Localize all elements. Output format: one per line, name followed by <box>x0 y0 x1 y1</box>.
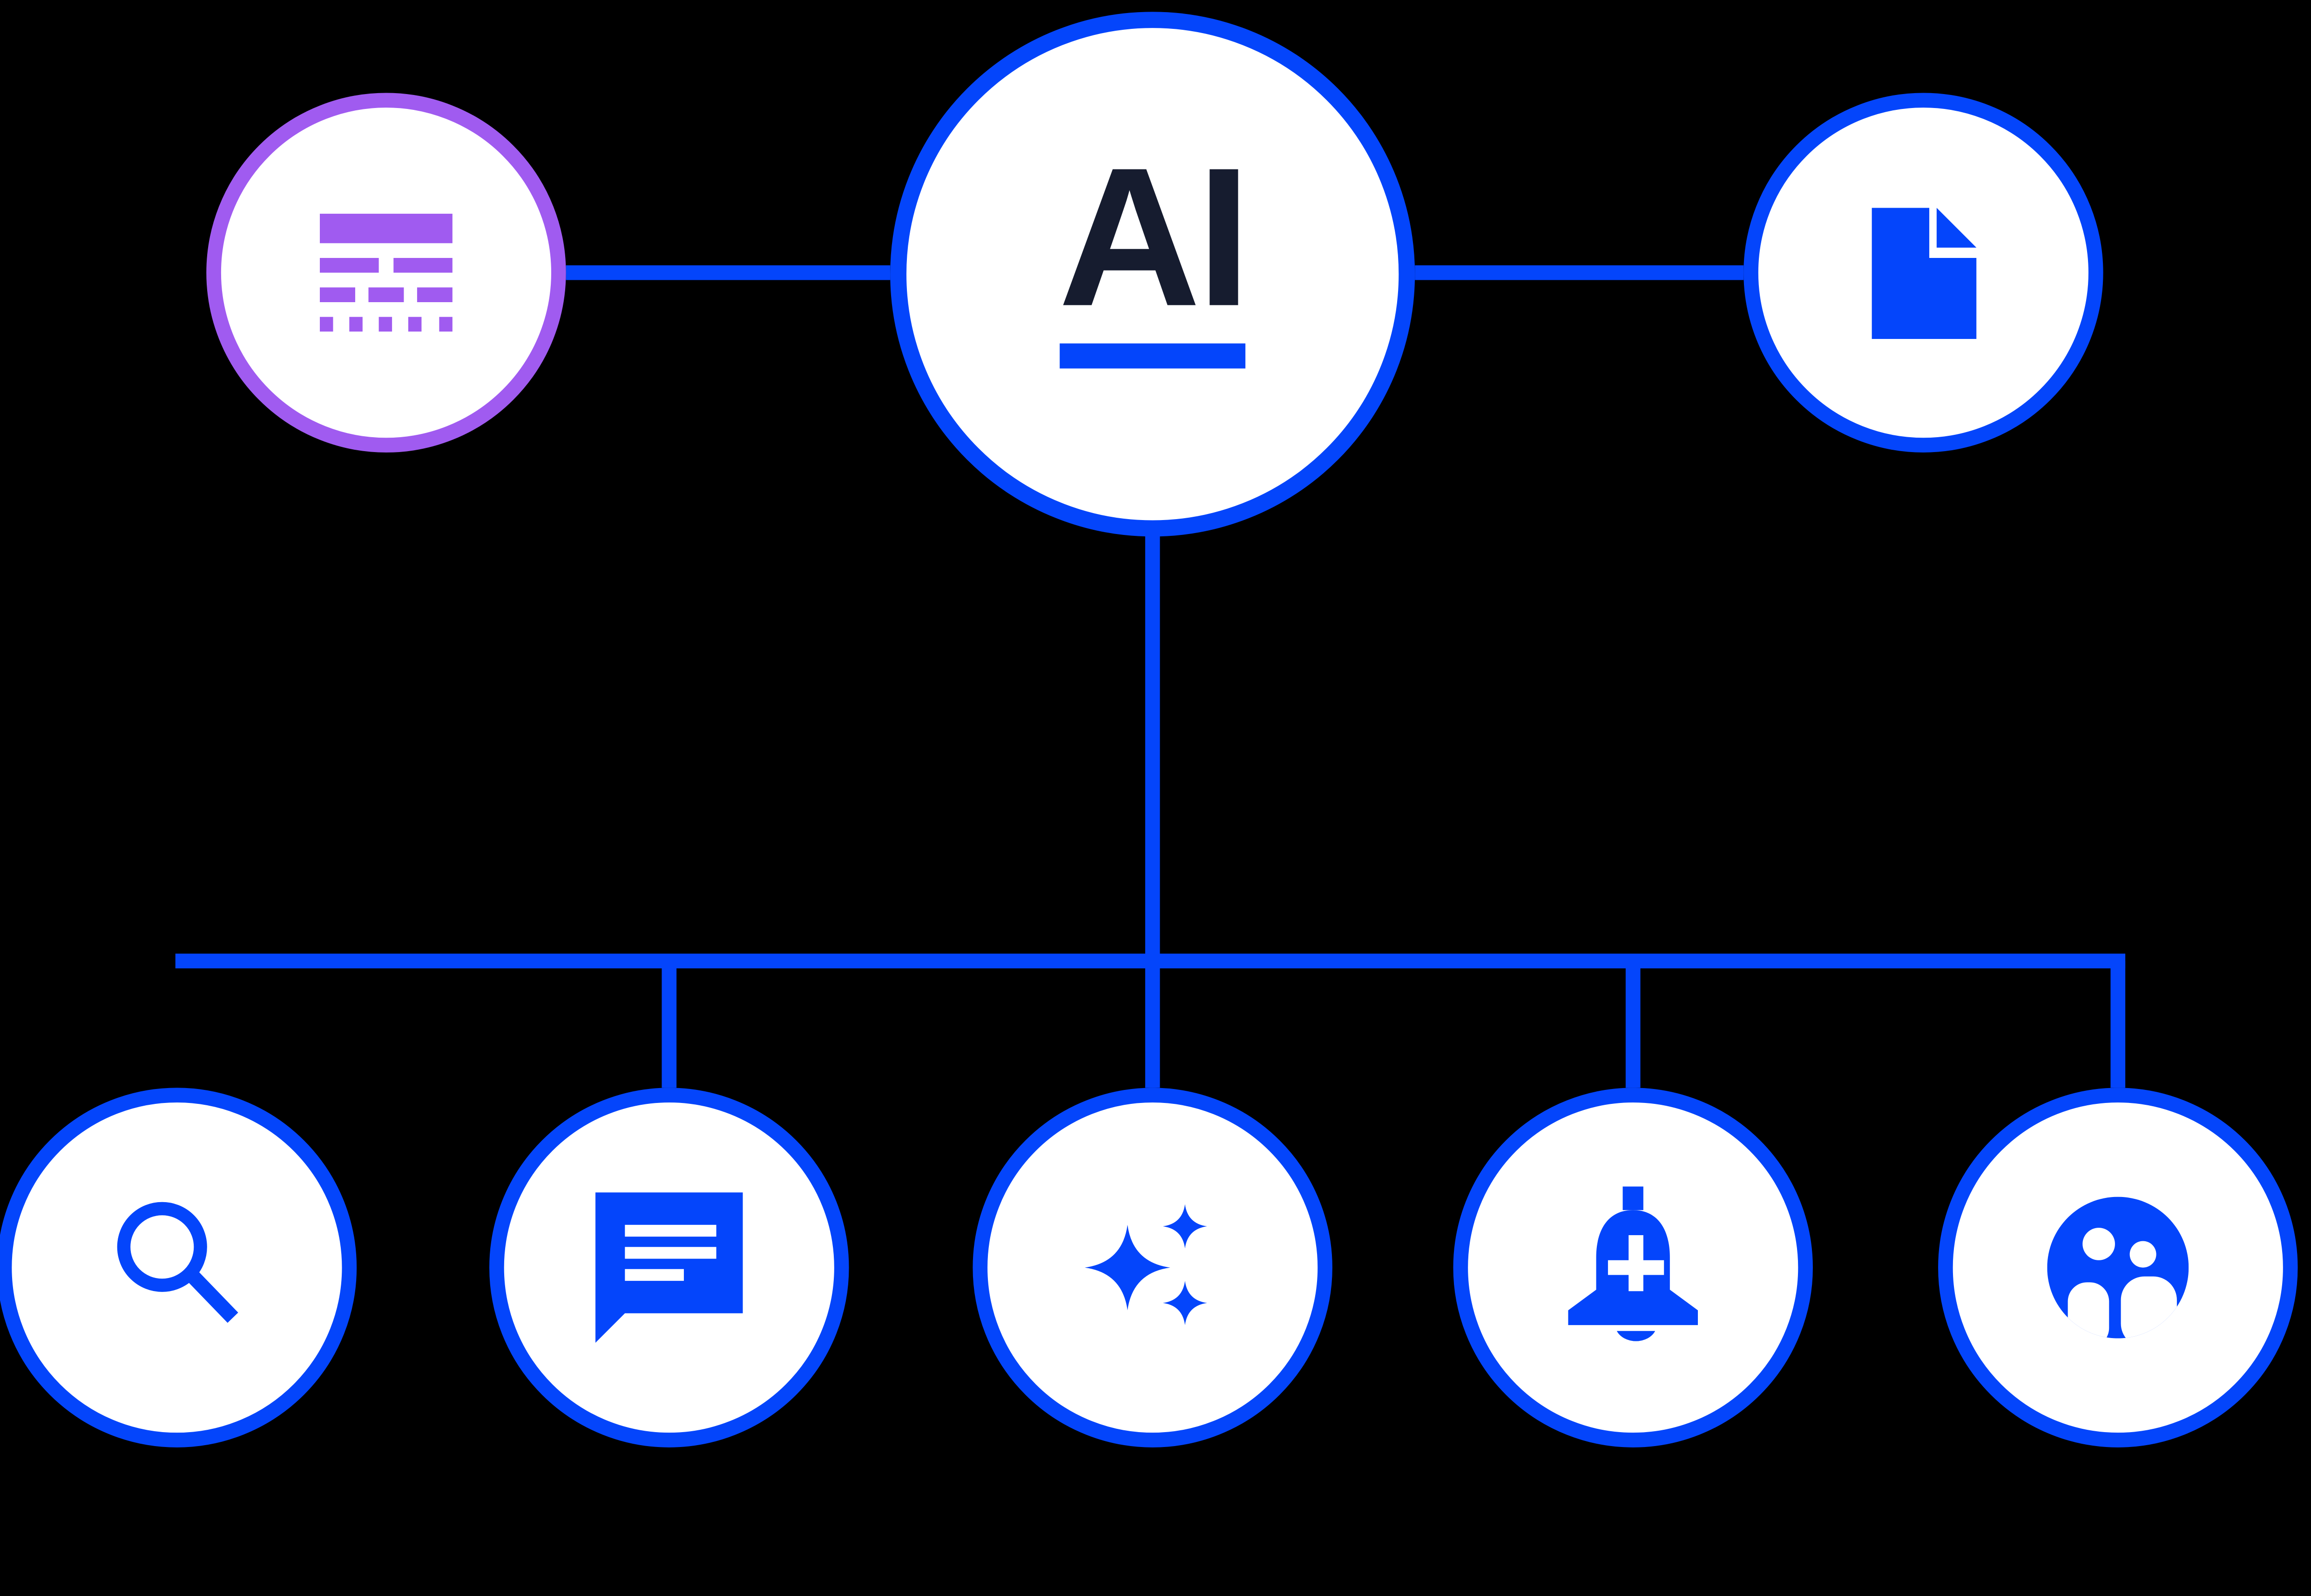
connector-ai-to-document <box>1415 265 1744 280</box>
connector-drop-people <box>2110 961 2126 1088</box>
chat-icon <box>595 1192 743 1343</box>
ai-label: AI <box>1058 128 1251 348</box>
sparkles-icon <box>1085 1204 1207 1325</box>
people-icon <box>2047 1197 2189 1339</box>
node-sparkles[interactable] <box>973 1088 1332 1447</box>
node-document[interactable] <box>1743 93 2103 453</box>
connector-ai-vertical <box>1145 530 1160 1088</box>
document-icon <box>1871 207 1976 338</box>
node-ai[interactable]: AI <box>890 12 1415 537</box>
search-icon <box>116 1201 237 1322</box>
connector-summarize-to-ai <box>566 265 891 280</box>
node-notification[interactable] <box>1453 1088 1813 1447</box>
connector-bus <box>175 954 2126 968</box>
node-summarize[interactable] <box>206 93 566 453</box>
node-chat[interactable] <box>489 1088 849 1447</box>
connector-drop-notification <box>1625 961 1641 1088</box>
node-people[interactable] <box>1938 1088 2298 1447</box>
ai-underline <box>1060 343 1246 369</box>
summarize-icon <box>319 214 453 332</box>
connector-drop-chat <box>662 961 677 1088</box>
node-search[interactable] <box>0 1088 357 1447</box>
notification-add-icon <box>1568 1186 1698 1341</box>
